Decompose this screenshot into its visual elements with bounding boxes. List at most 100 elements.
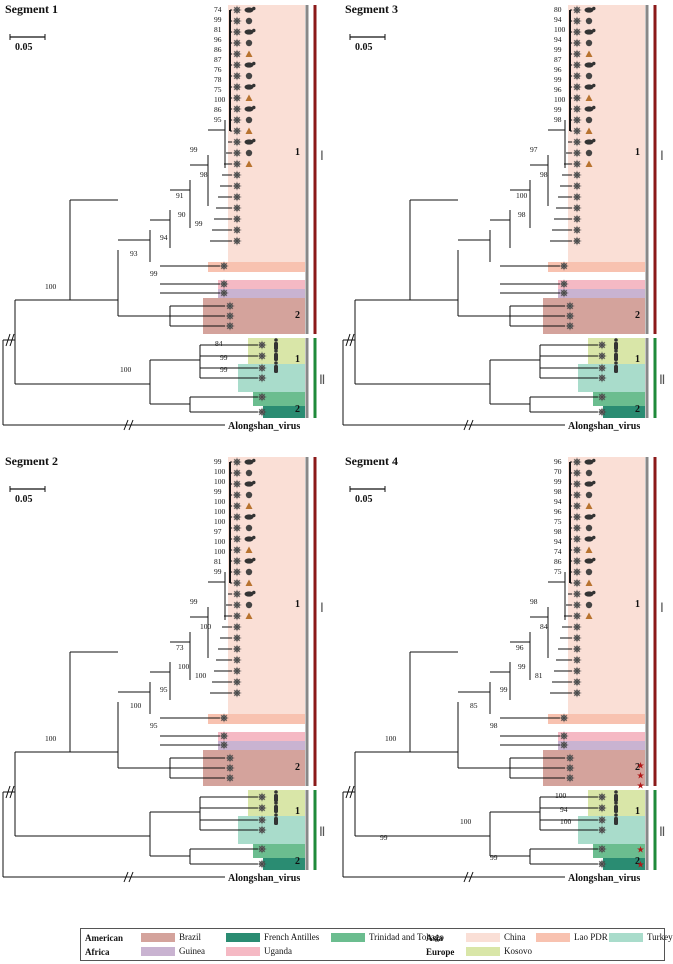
tick-leg: [229, 325, 234, 330]
axis-break: [468, 419, 474, 431]
tick-leg: [233, 196, 238, 201]
tick-leg: [573, 116, 578, 121]
tick-icon: [597, 407, 607, 417]
tick-leg: [233, 152, 238, 157]
tick-leg: [233, 64, 238, 69]
subclade-1-label: 1: [295, 806, 300, 817]
tick-leg: [236, 39, 241, 44]
axis-break: [9, 785, 15, 799]
tick-leg: [576, 626, 581, 631]
tick-leg: [236, 215, 241, 220]
livestock-icon: [584, 28, 596, 35]
tick-leg: [261, 352, 266, 357]
tick-leg: [576, 502, 581, 507]
tick-icon: [572, 567, 582, 577]
bootstrap-value: 86: [554, 557, 562, 566]
outgroup-label: Alongshan_virus: [568, 873, 640, 884]
subclade-2-label: 2: [635, 310, 640, 321]
tick-leg: [573, 458, 578, 463]
tick-leg: [236, 127, 241, 132]
tick-leg: [573, 667, 578, 672]
tick-leg: [233, 461, 238, 466]
animal-head: [252, 458, 256, 463]
tick-leg: [233, 571, 238, 576]
bootstrap-value: 100: [560, 817, 572, 826]
tick-leg: [601, 377, 606, 382]
human-icon: [274, 338, 278, 350]
tick-leg: [233, 670, 238, 675]
bootstrap-value: 97: [214, 527, 222, 536]
tick-icon: [232, 170, 242, 180]
tick-leg: [226, 754, 231, 759]
tick-leg: [573, 615, 578, 620]
tick-leg: [601, 352, 606, 357]
tick-icon: [597, 340, 607, 350]
tick-leg: [220, 292, 225, 297]
tick-icon: [232, 512, 242, 522]
tick-leg: [601, 807, 606, 812]
tick-leg: [573, 480, 578, 485]
human-body: [274, 365, 278, 373]
tick-leg: [233, 75, 238, 80]
tick-leg: [233, 593, 238, 598]
triangle-host-icon: [245, 546, 253, 553]
tick-leg: [233, 94, 238, 99]
star-icon: ★: [637, 761, 645, 771]
tick-leg: [220, 265, 225, 270]
tick-icon: [257, 340, 267, 350]
tick-icon: [225, 763, 235, 773]
tick-leg: [233, 648, 238, 653]
tick-leg: [258, 341, 263, 346]
tick-leg: [569, 325, 574, 330]
tick-leg: [576, 50, 581, 55]
tick-leg: [236, 516, 241, 521]
tick-leg: [573, 108, 578, 113]
bootstrap-value: 99: [554, 105, 562, 114]
tick-leg: [601, 411, 606, 416]
legend-swatch: [141, 946, 175, 956]
tick-leg: [233, 513, 238, 518]
tick-leg: [226, 777, 231, 782]
legend-swatch: [331, 932, 365, 942]
tick-leg: [576, 571, 581, 576]
tick-leg: [223, 265, 228, 270]
tick-icon: [572, 71, 582, 81]
tick-leg: [601, 829, 606, 834]
tick-leg: [573, 119, 578, 124]
tick-leg: [573, 461, 578, 466]
animal-body: [244, 106, 254, 112]
tick-leg: [573, 560, 578, 565]
tick-leg: [236, 524, 241, 529]
legend-label: Guinea: [179, 946, 205, 956]
tick-icon: [572, 600, 582, 610]
tick-icon: [219, 261, 229, 271]
tick-leg: [576, 116, 581, 121]
tick-leg: [233, 6, 238, 11]
tick-leg: [560, 289, 565, 294]
tick-leg: [576, 182, 581, 187]
tick-leg: [261, 374, 266, 379]
animal-head: [252, 513, 256, 518]
tick-leg: [223, 741, 228, 746]
tick-leg: [569, 757, 574, 762]
tick-leg: [233, 604, 238, 609]
tick-icon: [572, 578, 582, 588]
triangle-host-icon: [585, 127, 593, 134]
tick-leg: [236, 513, 241, 518]
human-body: [274, 342, 278, 350]
axis-break: [123, 419, 129, 431]
tick-leg: [560, 741, 565, 746]
tick-leg: [566, 757, 571, 762]
tick-leg: [258, 344, 263, 349]
tick-leg: [233, 149, 238, 154]
bootstrap-value: 84: [540, 622, 548, 631]
human-icon: [614, 338, 618, 350]
tick-leg: [261, 411, 266, 416]
host-band: [263, 858, 305, 870]
tick-leg: [576, 469, 581, 474]
animal-head: [592, 138, 596, 143]
legend-label: Turkey: [647, 932, 673, 942]
legend-swatch: [466, 946, 500, 956]
tick-icon: [232, 203, 242, 213]
tick-icon: [225, 773, 235, 783]
